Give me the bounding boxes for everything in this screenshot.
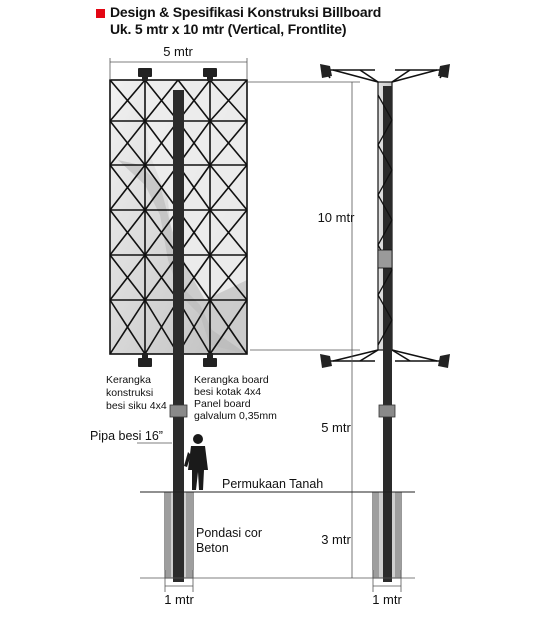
frame-label-line1: Kerangka <box>106 374 151 386</box>
diagram-subtitle: Uk. 5 mtr x 10 mtr (Vertical, Frontlite) <box>110 21 347 37</box>
person-figure-icon <box>184 434 208 490</box>
bottom-lamp-arm <box>325 349 445 362</box>
foundation-width-left-label: 1 mtr <box>164 592 194 607</box>
board-label-line3: Panel board <box>194 398 251 410</box>
spotlight-icon <box>138 68 217 367</box>
board-height-label: 10 mtr <box>318 210 356 225</box>
side-elevation <box>320 64 450 582</box>
header: Design & Spesifikasi Konstruksi Billboar… <box>96 4 382 38</box>
board-label-line1: Kerangka board <box>194 374 269 386</box>
pipe-pole <box>173 90 184 582</box>
pipe-clamp <box>169 404 188 418</box>
side-bracing <box>377 94 393 346</box>
pipe-label: Pipa besi 16” <box>90 429 163 443</box>
frame-label-line2: konstruksi <box>106 387 153 399</box>
dimension-lines <box>109 58 415 592</box>
foundation-label-line1: Pondasi cor <box>196 526 262 540</box>
foundation-width-right-label: 1 mtr <box>372 592 402 607</box>
ground-label: Permukaan Tanah <box>222 477 323 491</box>
pipe-clamp-side <box>378 404 396 418</box>
front-elevation <box>109 68 248 582</box>
pole-height-label: 5 mtr <box>321 420 351 435</box>
pipe-pole-side <box>383 86 392 582</box>
pipe-embedded <box>173 492 184 578</box>
top-lamp-arm <box>324 69 446 83</box>
bullet-square-icon <box>96 9 105 18</box>
spotlight-icon <box>320 64 450 368</box>
board-width-label: 5 mtr <box>163 44 193 59</box>
diagram-title: Design & Spesifikasi Konstruksi Billboar… <box>110 4 382 20</box>
frame-label-line3: besi siku 4x4 <box>106 400 167 412</box>
foundation-label-line2: Beton <box>196 541 229 555</box>
foundation-depth-label: 3 mtr <box>321 532 351 547</box>
board-label-line2: besi kotak 4x4 <box>194 386 261 398</box>
board-label-line4: galvalum 0,35mm <box>194 410 277 422</box>
